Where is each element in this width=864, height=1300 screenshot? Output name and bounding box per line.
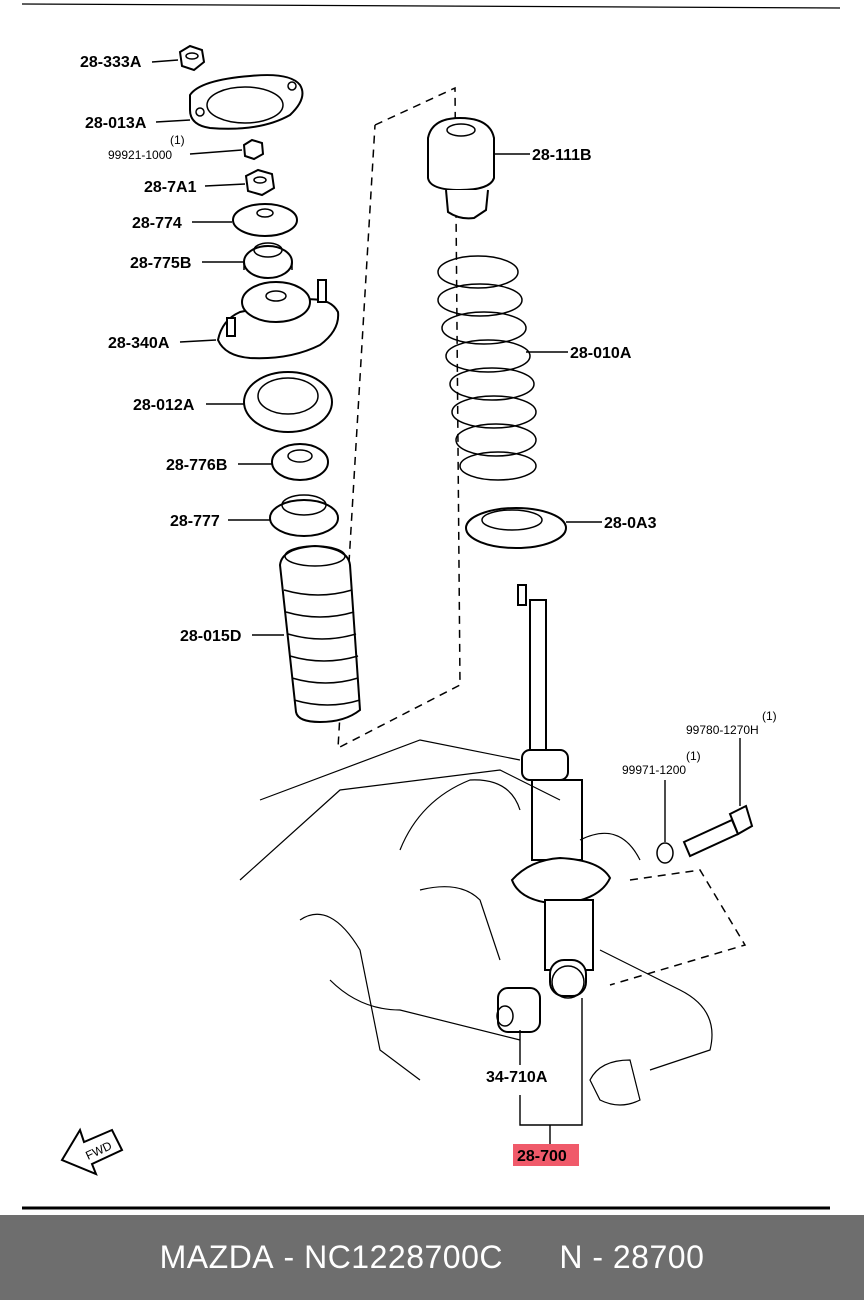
- bushing-34-710A: [496, 987, 541, 1033]
- callout-99971-1200: 99971-1200: [622, 763, 686, 777]
- callout-28-012A: 28-012A: [133, 397, 195, 414]
- shock-absorber-28-700: [510, 584, 612, 999]
- callout-99921-1000: 99921-1000: [108, 148, 172, 162]
- part-number-footer: MAZDA - NC1228700C N - 28700: [0, 1215, 864, 1300]
- callout-labels: 28-333A 28-013A (1) 99921-1000 28-7A1 28…: [80, 54, 777, 1166]
- footer-separator: -: [283, 1239, 295, 1275]
- leader-lines: [151, 59, 741, 1144]
- callout-28-0A3: 28-0A3: [604, 515, 657, 532]
- highlight-box-28-700: [513, 1144, 579, 1166]
- top-border: [21, 3, 841, 9]
- washer-99971-1200: [656, 842, 674, 864]
- plate-28-013A: [189, 74, 304, 130]
- mount-28-340A: [216, 279, 340, 360]
- subframe-sketch: [239, 739, 713, 1106]
- callout-28-7A1: 28-7A1: [144, 179, 197, 196]
- callout-28-700: 28-700: [517, 1148, 567, 1165]
- callout-28-776B: 28-776B: [166, 457, 227, 474]
- nut-28-7A1: [244, 168, 276, 197]
- callout-28-111B: 28-111B: [532, 147, 592, 164]
- bearing-28-775B: [243, 242, 293, 279]
- footer-group-separator: -: [592, 1239, 604, 1275]
- insulator-28-012A: [243, 371, 333, 433]
- footer-group-number: 28700: [612, 1239, 705, 1275]
- exploded-parts-diagram: FWD 28-333A 28-013A (1) 99921-1000 28-7A…: [21, 3, 841, 1210]
- boot-28-015D: [278, 544, 362, 724]
- callout-28-340A: 28-340A: [108, 335, 170, 352]
- callout-28-777: 28-777: [170, 513, 220, 530]
- fwd-arrow-icon: FWD: [60, 1127, 124, 1176]
- assembly-dashed-outline: [337, 86, 461, 750]
- callout-28-333A: 28-333A: [80, 54, 142, 71]
- footer-group-prefix: N: [559, 1239, 583, 1275]
- bolt-99780-1270H: [682, 804, 754, 858]
- callout-28-775B: 28-775B: [130, 255, 191, 272]
- callout-28-013A: 28-013A: [85, 115, 147, 132]
- callout-28-010A: 28-010A: [570, 345, 632, 362]
- footer-brand: MAZDA: [159, 1239, 275, 1275]
- callout-34-710A: 34-710A: [486, 1069, 548, 1086]
- callout-99780-1270H: 99780-1270H: [686, 723, 759, 737]
- stopper-28-777: [269, 494, 339, 537]
- callout-28-015D: 28-015D: [180, 628, 241, 645]
- callout-99780-1270H-qty: (1): [762, 709, 777, 723]
- callout-28-774: 28-774: [132, 215, 182, 232]
- spring-28-010A: [437, 255, 537, 481]
- washer-28-774: [232, 203, 298, 237]
- footer-part-number: NC1228700C: [304, 1239, 503, 1275]
- nut-28-333A: [178, 44, 206, 72]
- seat-28-0A3: [465, 507, 567, 549]
- nut-99921-1000: [242, 138, 265, 161]
- bumpstop-28-111B: [427, 116, 495, 220]
- callout-99971-1200-qty: (1): [686, 749, 701, 763]
- seat-28-776B: [271, 443, 329, 481]
- bolt-dashed-outline: [609, 869, 747, 986]
- callout-99921-1000-qty: (1): [170, 133, 185, 147]
